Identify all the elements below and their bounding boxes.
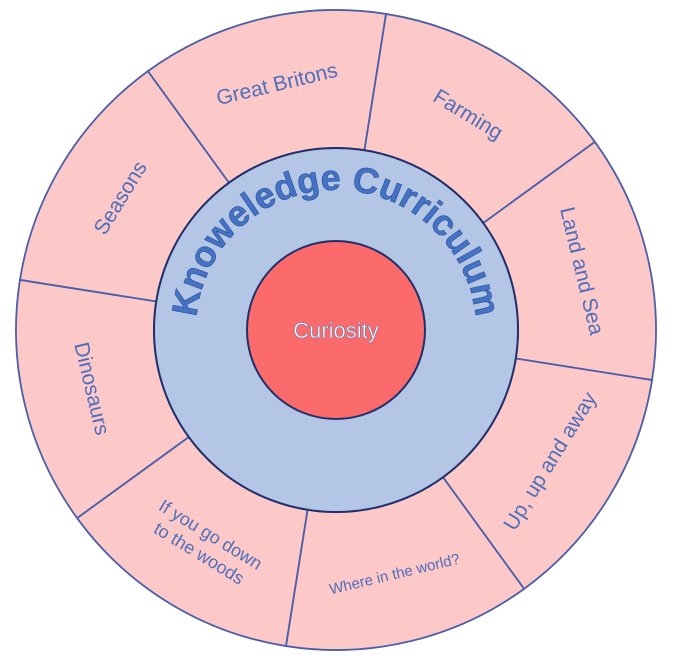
outer-segments — [15, 9, 657, 651]
curiosity-label: Curiosity — [293, 318, 379, 343]
curiosity-core-circle — [246, 240, 426, 420]
